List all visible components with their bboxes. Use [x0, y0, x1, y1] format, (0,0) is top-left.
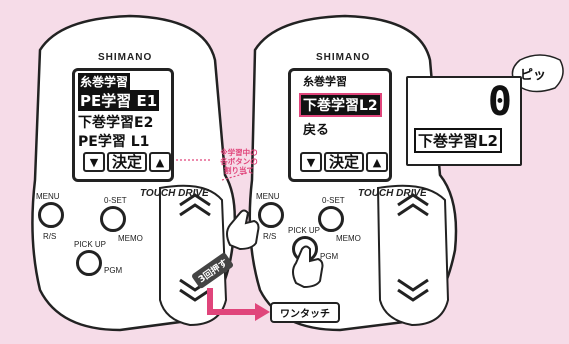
left-pgm-label: PGM — [104, 266, 123, 275]
left-ok-softkey[interactable]: 決定 — [107, 152, 147, 172]
right-pgm-label: PGM — [320, 252, 339, 261]
left-lcd-title: 糸巻学習 — [78, 73, 131, 90]
right-menu-label: MENU — [256, 192, 280, 201]
right-down-softkey[interactable]: ▼ — [300, 152, 322, 172]
right-memo-label: MEMO — [336, 234, 361, 243]
left-oset-button[interactable] — [100, 206, 126, 232]
left-up-softkey[interactable]: ▲ — [149, 152, 171, 172]
pink-arrow — [207, 288, 255, 315]
button-assignment-note: ※学習中の 各ボタンの 割り当て — [220, 148, 258, 175]
right-brand: SHIMANO — [316, 52, 371, 63]
right-lcd-row2: 戻る — [303, 123, 330, 138]
left-lcd-row2: 下巻学習E2 — [78, 115, 154, 131]
right-oset-button[interactable] — [318, 206, 344, 232]
right-oset-label: 0-SET — [322, 196, 345, 205]
hand-icon — [226, 209, 260, 250]
left-pickup-button[interactable] — [76, 250, 102, 276]
right-ok-softkey[interactable]: 決定 — [324, 152, 364, 172]
beep-text: ピッ — [520, 68, 547, 83]
left-memo-label: MEMO — [118, 234, 143, 243]
hand-icon — [292, 245, 324, 288]
right-rs-label: R/S — [263, 232, 277, 241]
left-oset-label: 0-SET — [104, 196, 127, 205]
left-touchdrive-logo: TOUCH DRIVE — [140, 188, 209, 199]
left-brand: SHIMANO — [98, 52, 153, 63]
right-lcd-title: 糸巻学習 — [303, 75, 347, 88]
left-pickup-label: PICK UP — [74, 240, 107, 249]
right-touchdrive-logo: TOUCH DRIVE — [358, 188, 427, 199]
right-menu-button[interactable] — [258, 202, 284, 228]
one-touch-label: ワンタッチ — [270, 302, 340, 323]
right-pickup-label: PICK UP — [288, 226, 321, 235]
left-rs-label: R/S — [43, 232, 57, 241]
left-down-softkey[interactable]: ▼ — [83, 152, 105, 172]
left-menu-button[interactable] — [38, 202, 64, 228]
right-lcd-row1: 下巻学習L2 — [299, 93, 382, 117]
zoom-value: 0 — [487, 79, 512, 125]
right-up-softkey[interactable]: ▲ — [366, 152, 388, 172]
left-lcd-row3: PE学習 L1 — [78, 134, 150, 150]
zoom-display: 0 下巻学習L2 — [406, 76, 522, 166]
right-device-paddle — [376, 184, 450, 327]
zoom-label: 下巻学習L2 — [414, 128, 502, 153]
left-menu-label: MENU — [36, 192, 60, 201]
left-lcd-row1: PE学習 E1 — [78, 90, 160, 111]
